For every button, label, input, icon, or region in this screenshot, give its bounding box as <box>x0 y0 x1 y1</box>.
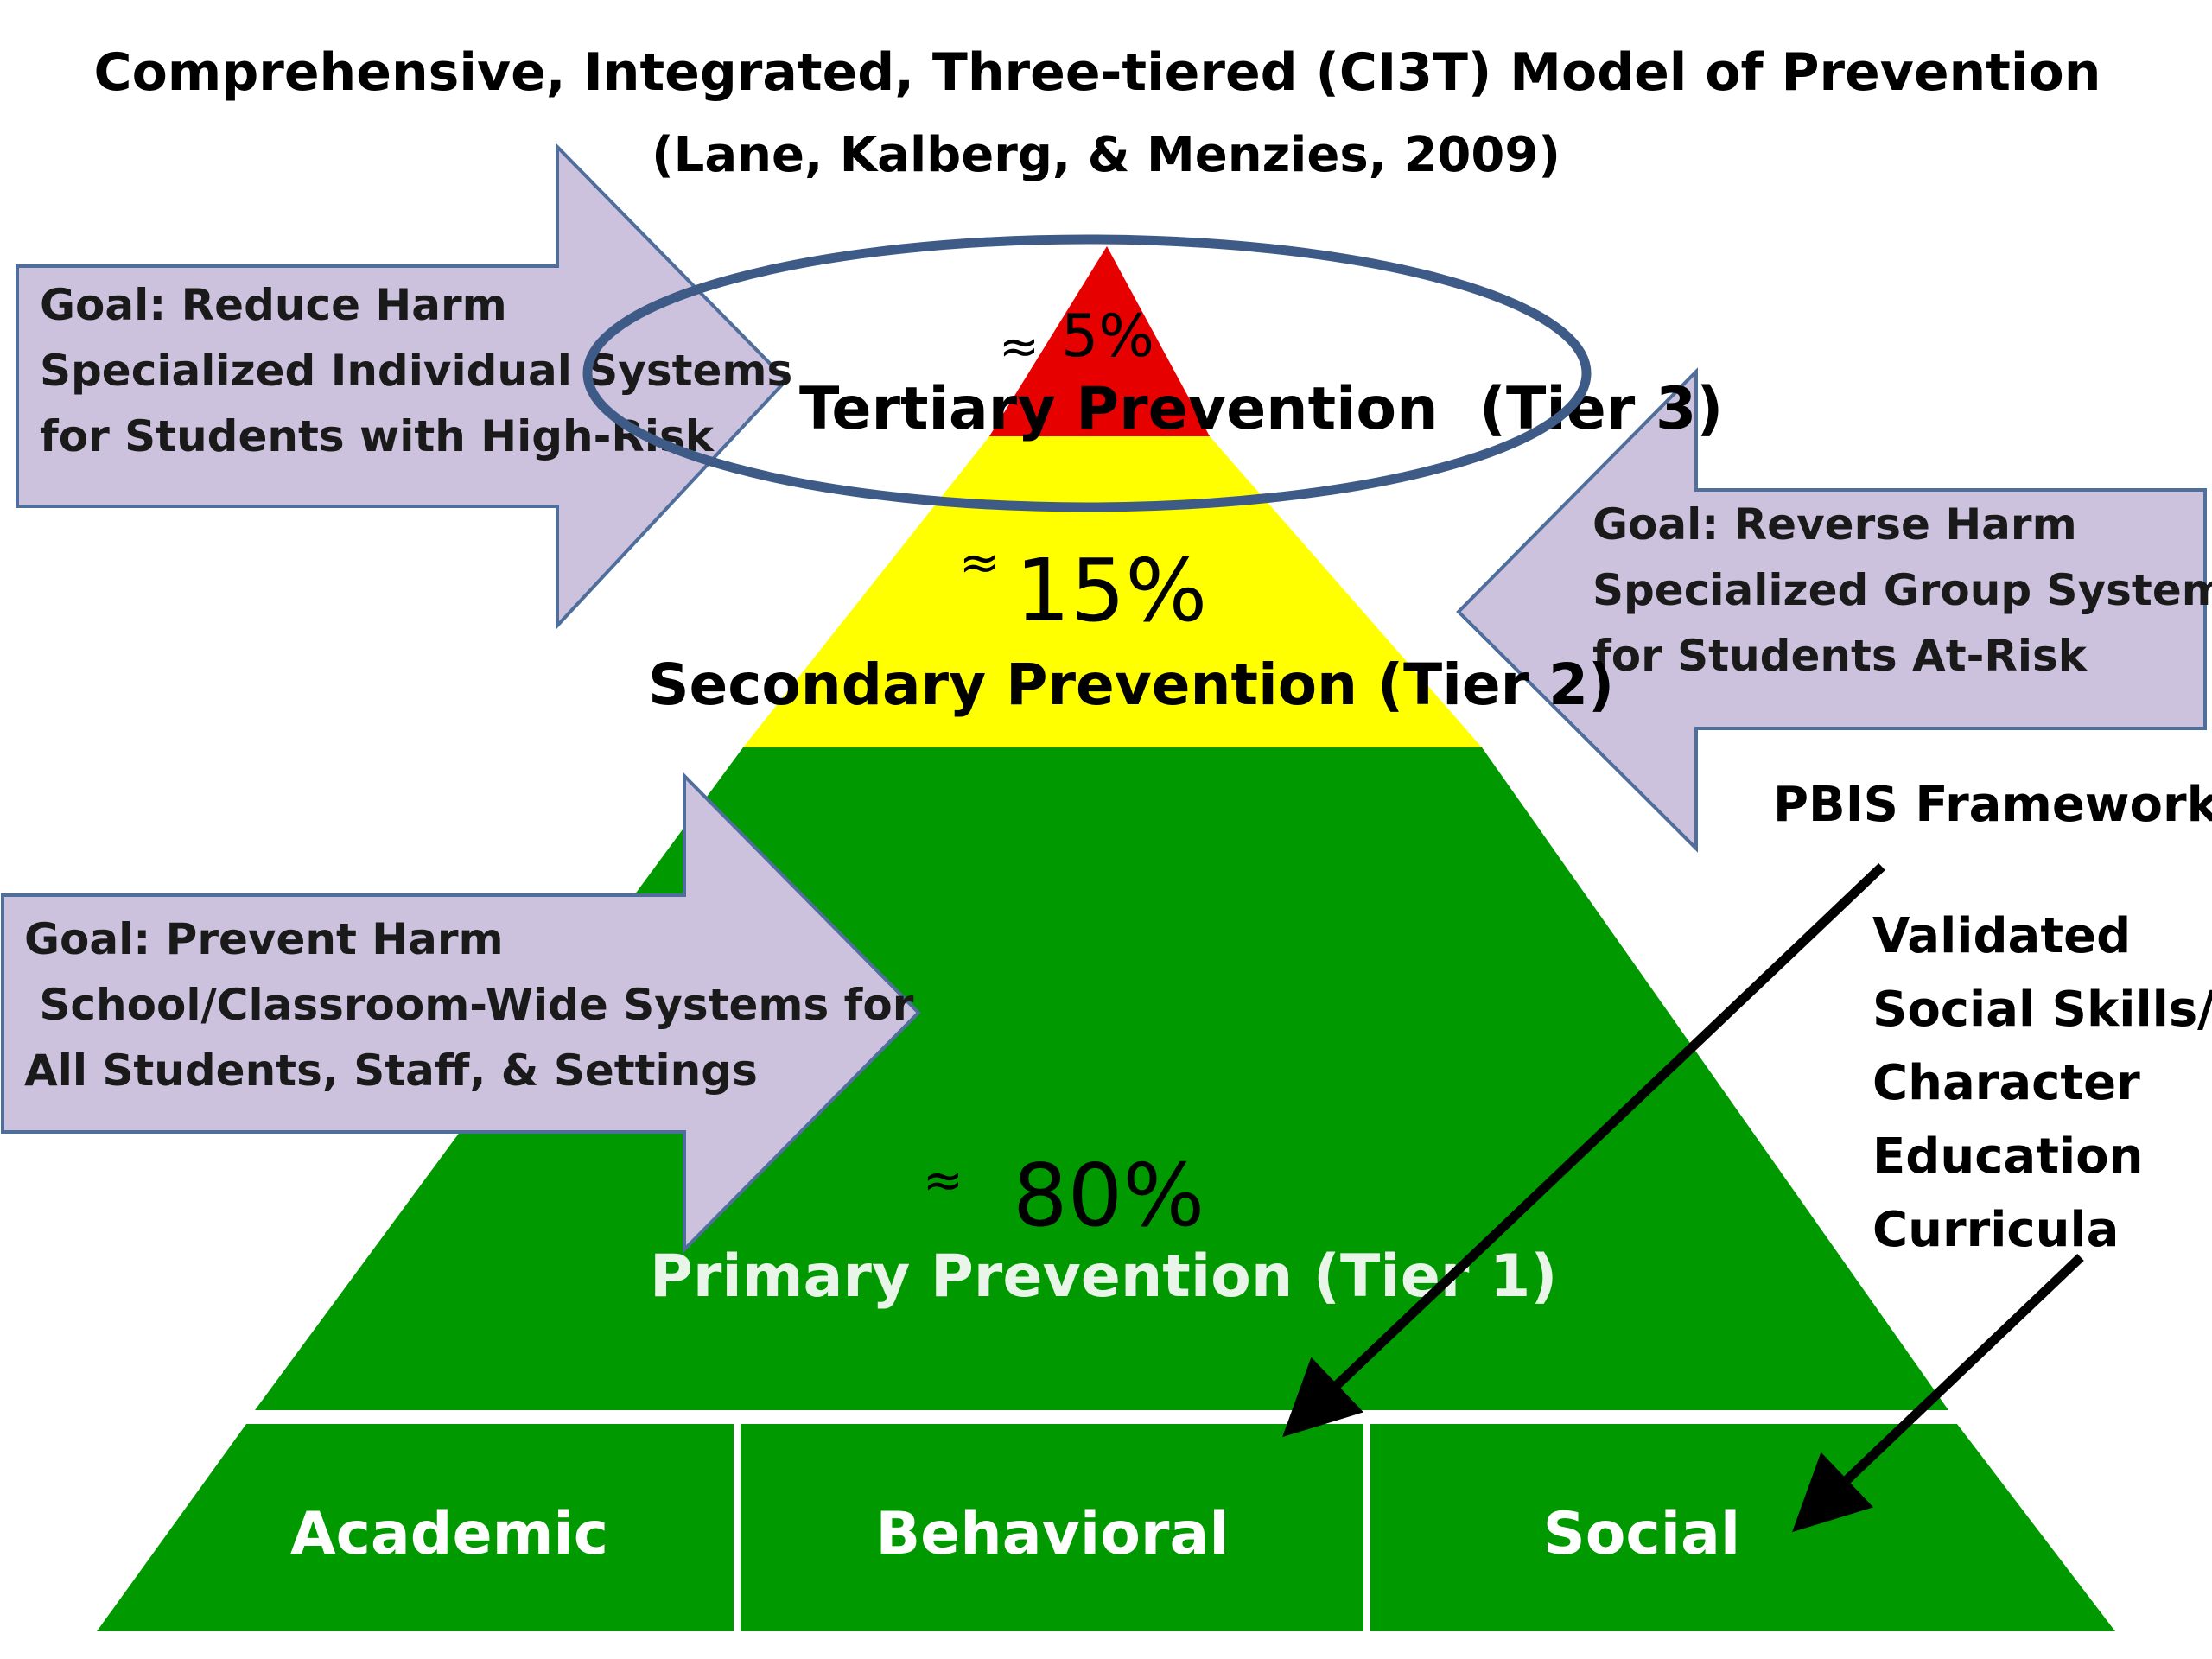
tier-3-highlight-ellipse <box>582 234 1592 512</box>
tier-1-approx-symbol: ≈ <box>923 1153 963 1209</box>
curricula-line-5: Curricula <box>1872 1202 2119 1258</box>
tier-2-approx-symbol: ≈ <box>959 535 1000 591</box>
base-behavioral: Behavioral <box>875 1500 1229 1568</box>
curricula-pointer-arrow <box>1792 1254 2084 1533</box>
curricula-line-1: Validated <box>1872 908 2131 964</box>
tier-1-goal-population: All Students, Staff, & Settings <box>24 1046 758 1096</box>
tier-2-percent: 15% <box>1015 540 1207 641</box>
tier-2-label: Secondary Prevention (Tier 2) <box>648 652 1614 718</box>
tier-3-goal-heading: Goal: Reduce Harm <box>40 280 507 330</box>
base-social: Social <box>1543 1500 1741 1568</box>
pbis-framework-label: PBIS Framework <box>1773 777 2212 833</box>
curricula-line-3: Character <box>1872 1055 2140 1111</box>
diagram-title: Comprehensive, Integrated, Three-tiered … <box>94 42 2101 103</box>
tier-2-goal-population: for Students At-Risk <box>1592 631 2088 681</box>
tier-1-goal-arrow <box>1 772 921 1254</box>
tier-1-goal-systems: School/Classroom-Wide Systems for <box>24 980 914 1030</box>
base-band <box>97 1424 2115 1631</box>
tier-1-label: Primary Prevention (Tier 1) <box>650 1243 1557 1311</box>
curricula-line-2: Social Skills/ <box>1872 982 2212 1038</box>
tier-3-percent: 5% <box>1061 302 1154 371</box>
tier-1-percent: 80% <box>1013 1145 1205 1246</box>
pbis-pointer-arrow <box>1282 863 1885 1438</box>
tier-2-goal-heading: Goal: Reverse Harm <box>1592 499 2077 550</box>
tier-3-goal-arrow <box>16 143 789 631</box>
curricula-line-4: Education <box>1872 1128 2144 1185</box>
tier-2-goal-systems: Specialized Group Systems <box>1592 565 2212 615</box>
tier-3-segment <box>989 246 1210 436</box>
base-academic: Academic <box>290 1500 608 1568</box>
tier-3-goal-population: for Students with High-Risk <box>40 411 715 461</box>
tier-2-segment <box>743 436 1482 747</box>
diagram-citation: (Lane, Kalberg, & Menzies, 2009) <box>652 127 1560 183</box>
tier-3-approx-symbol: ≈ <box>999 319 1039 375</box>
tier-1-goal-heading: Goal: Prevent Harm <box>24 914 504 964</box>
tier-2-goal-arrow <box>1456 367 2207 853</box>
tier-3-goal-systems: Specialized Individual Systems <box>40 346 792 396</box>
